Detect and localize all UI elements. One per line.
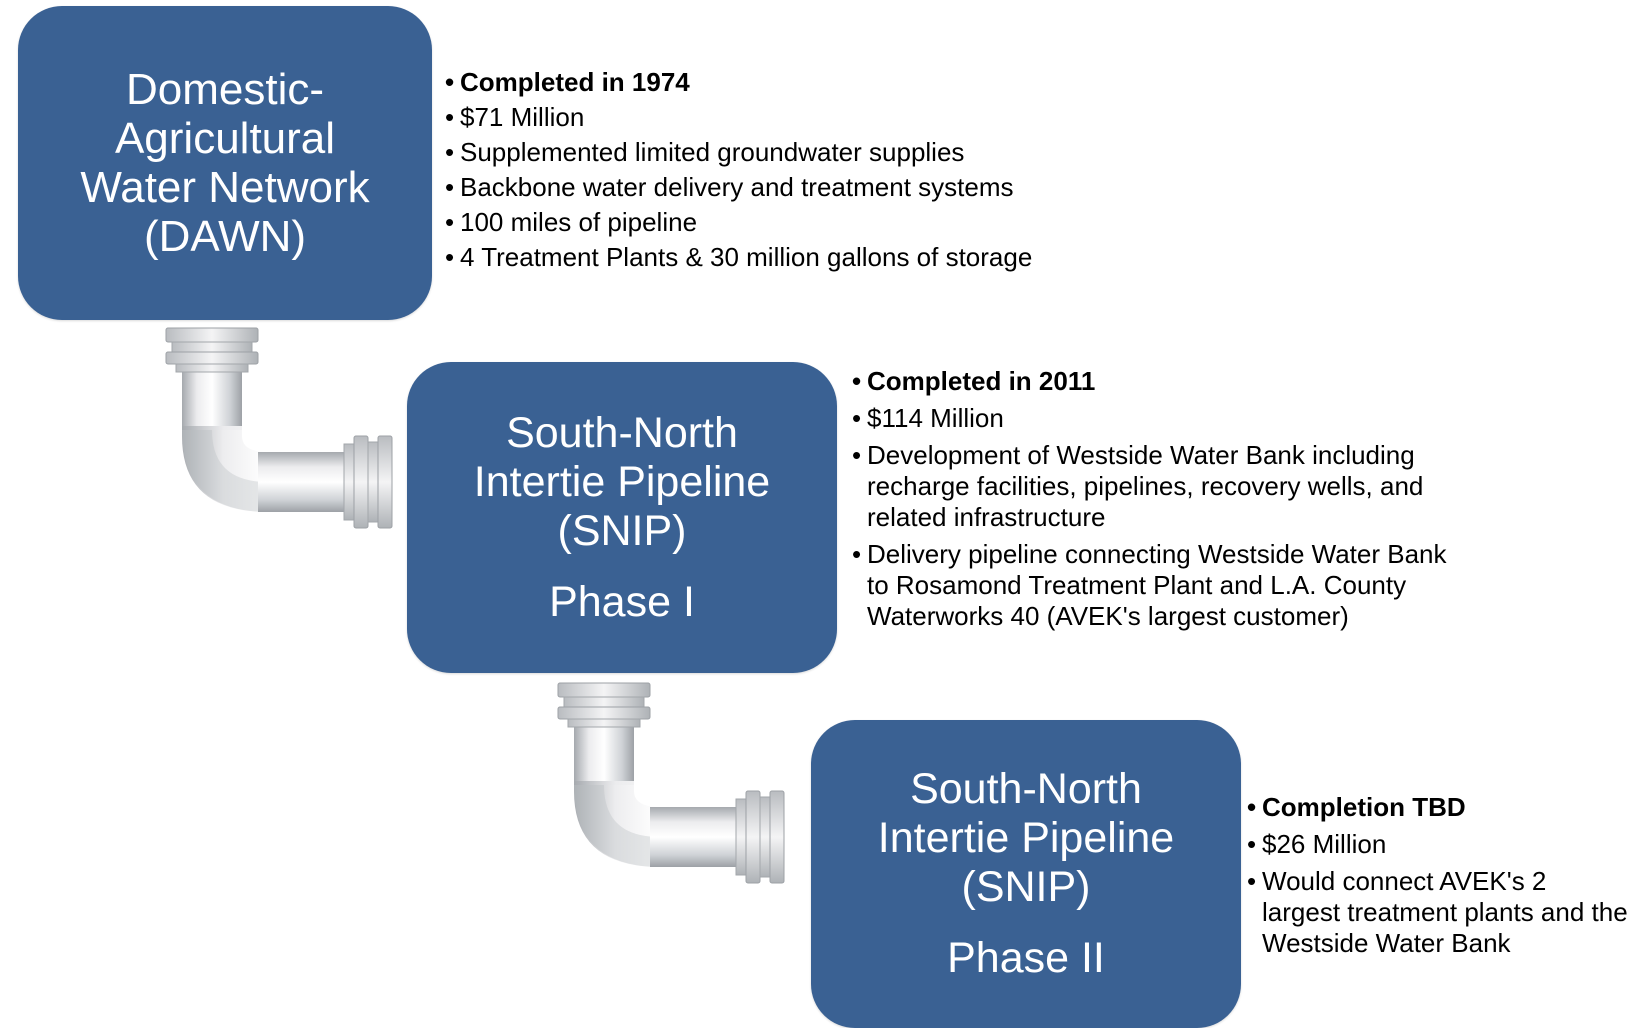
stage-box-dawn: Domestic- Agricultural Water Network (DA… [18, 6, 432, 320]
detail-item: $114 Million [852, 403, 1453, 434]
stage-title: Domestic- Agricultural Water Network (DA… [80, 65, 370, 261]
pipe-elbow-icon [557, 682, 785, 884]
detail-item: Completed in 2011 [852, 366, 1453, 397]
detail-item: Supplemented limited groundwater supplie… [445, 136, 1146, 168]
stage-title: South-North Intertie Pipeline (SNIP) [877, 765, 1175, 911]
detail-item: Completed in 1974 [445, 66, 1146, 98]
stage-phase: Phase II [947, 934, 1105, 982]
detail-item: 4 Treatment Plants & 30 million gallons … [445, 241, 1146, 273]
detail-item: Would connect AVEK's 2 largest treatment… [1247, 866, 1629, 959]
detail-item: Development of Westside Water Bank inclu… [852, 440, 1453, 533]
stage-details-dawn: Completed in 1974 $71 Million Supplement… [445, 66, 1146, 276]
stage-box-snip-phase-2: South-North Intertie Pipeline (SNIP) Pha… [811, 720, 1241, 1028]
detail-item: Completion TBD [1247, 792, 1629, 823]
detail-item: 100 miles of pipeline [445, 206, 1146, 238]
pipe-elbow-icon [165, 327, 393, 529]
detail-item: Backbone water delivery and treatment sy… [445, 171, 1146, 203]
detail-item: $71 Million [445, 101, 1146, 133]
stage-details-snip-phase-1: Completed in 2011 $114 Million Developme… [852, 366, 1453, 638]
detail-item: Delivery pipeline connecting Westside Wa… [852, 539, 1453, 632]
stage-details-snip-phase-2: Completion TBD $26 Million Would connect… [1247, 792, 1629, 965]
detail-item: $26 Million [1247, 829, 1629, 860]
stage-phase: Phase I [549, 577, 695, 626]
stage-title: South-North Intertie Pipeline (SNIP) [473, 408, 771, 555]
stage-box-snip-phase-1: South-North Intertie Pipeline (SNIP) Pha… [407, 362, 837, 673]
